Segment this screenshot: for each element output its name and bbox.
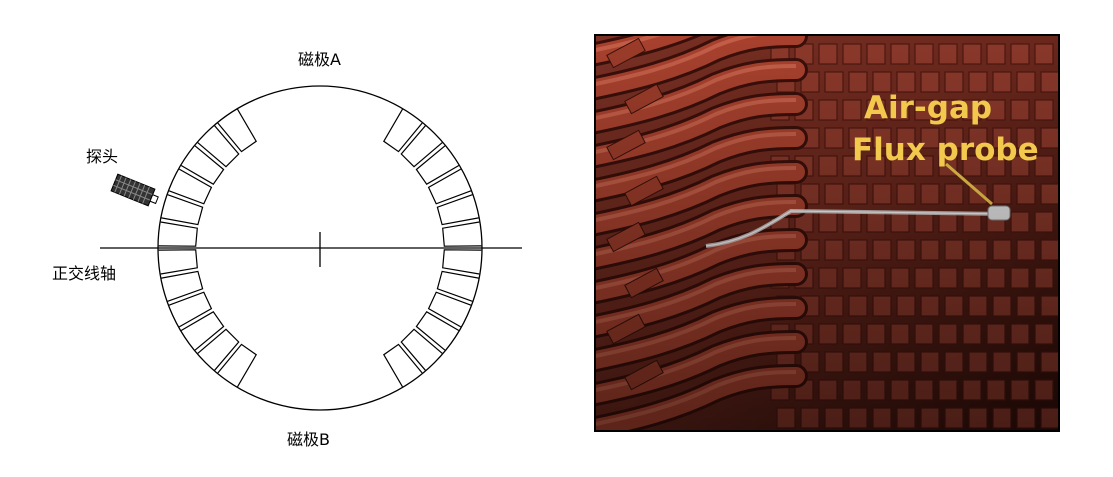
stator-slot <box>415 145 460 185</box>
stator-slot <box>158 221 198 247</box>
pole-b-label: 磁极B <box>287 430 330 449</box>
stator-slot <box>442 221 482 247</box>
stator-slot <box>217 108 257 153</box>
stator-slot <box>383 108 423 153</box>
probe-label: 探头 <box>86 147 118 166</box>
stator-slot <box>400 125 443 168</box>
photo-label-line1: Air-gap <box>864 90 992 126</box>
generator-cross-section-diagram: 磁极A 磁极B 探头 正交线轴 <box>52 50 522 449</box>
pole-a-label: 磁极A <box>298 50 341 69</box>
stator-slot <box>197 125 240 168</box>
stator-slot <box>161 194 204 226</box>
stator-slot <box>168 168 213 205</box>
quadrature-axis-label: 正交线轴 <box>52 264 116 283</box>
stator-slot <box>161 270 204 302</box>
stator-slot <box>427 168 472 205</box>
stator-slot <box>400 328 443 371</box>
stator-slot <box>197 328 240 371</box>
stator-slot <box>415 311 460 351</box>
stator-slot <box>383 343 423 388</box>
stator-slot <box>427 291 472 328</box>
stator-slot <box>436 194 479 226</box>
stator-slot <box>436 270 479 302</box>
air-gap-probe-photo: Air-gap Flux probe <box>594 34 1060 432</box>
stator-slot <box>217 343 257 388</box>
stator-slot <box>442 249 482 275</box>
stator-slot <box>180 311 225 351</box>
stator-slot <box>158 249 198 275</box>
stator-slot <box>180 145 225 185</box>
probe-sensor-icon <box>110 173 159 207</box>
stator-slot <box>168 291 213 328</box>
stator-slots <box>158 108 482 388</box>
photo-label-line2: Flux probe <box>852 132 1039 168</box>
